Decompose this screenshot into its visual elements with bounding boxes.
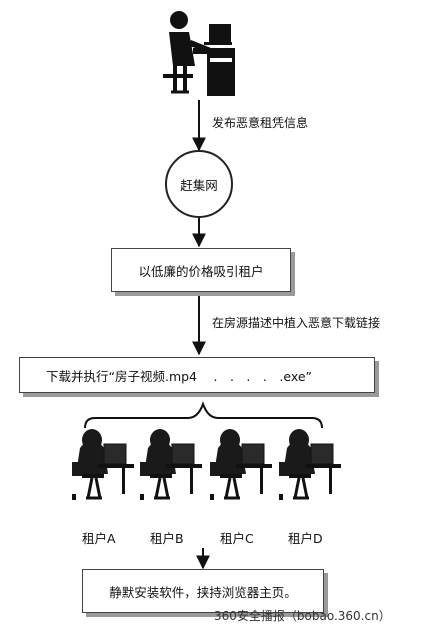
tenant-a-label: 租户A [82,531,116,546]
tenant-b-icon [138,427,204,502]
tenant-b-label: 租户B [150,531,184,546]
step2-box: 以低廉的价格吸引租户 [111,248,291,292]
result-box: 静默安装软件，挟持浏览器主页。 [82,569,324,613]
step1-label: 发布恶意租凭信息 [212,116,309,130]
tenant-c-icon [208,427,274,502]
site-node: 赶集网 [165,150,233,218]
tenants-brace [84,401,323,429]
step3-label: 在房源描述中植入恶意下载链接 [212,316,381,330]
publisher-icon [163,11,235,96]
watermark: 360安全播报（bobao.360.cn） [214,609,391,623]
tenant-d-icon [277,427,343,502]
step2-label: 以低廉的价格吸引租户 [138,263,264,279]
tenant-c-label: 租户C [220,531,254,546]
site-label: 赶集网 [180,177,218,193]
tenant-d-label: 租户D [288,531,323,546]
step4-box: 下载并执行“房子视频.mp4 . . . . .exe” [19,357,375,393]
step4-label: 下载并执行“房子视频.mp4 . . . . .exe” [46,368,313,384]
result-label: 静默安装软件，挟持浏览器主页。 [109,584,297,600]
tenant-a-icon [70,427,136,502]
